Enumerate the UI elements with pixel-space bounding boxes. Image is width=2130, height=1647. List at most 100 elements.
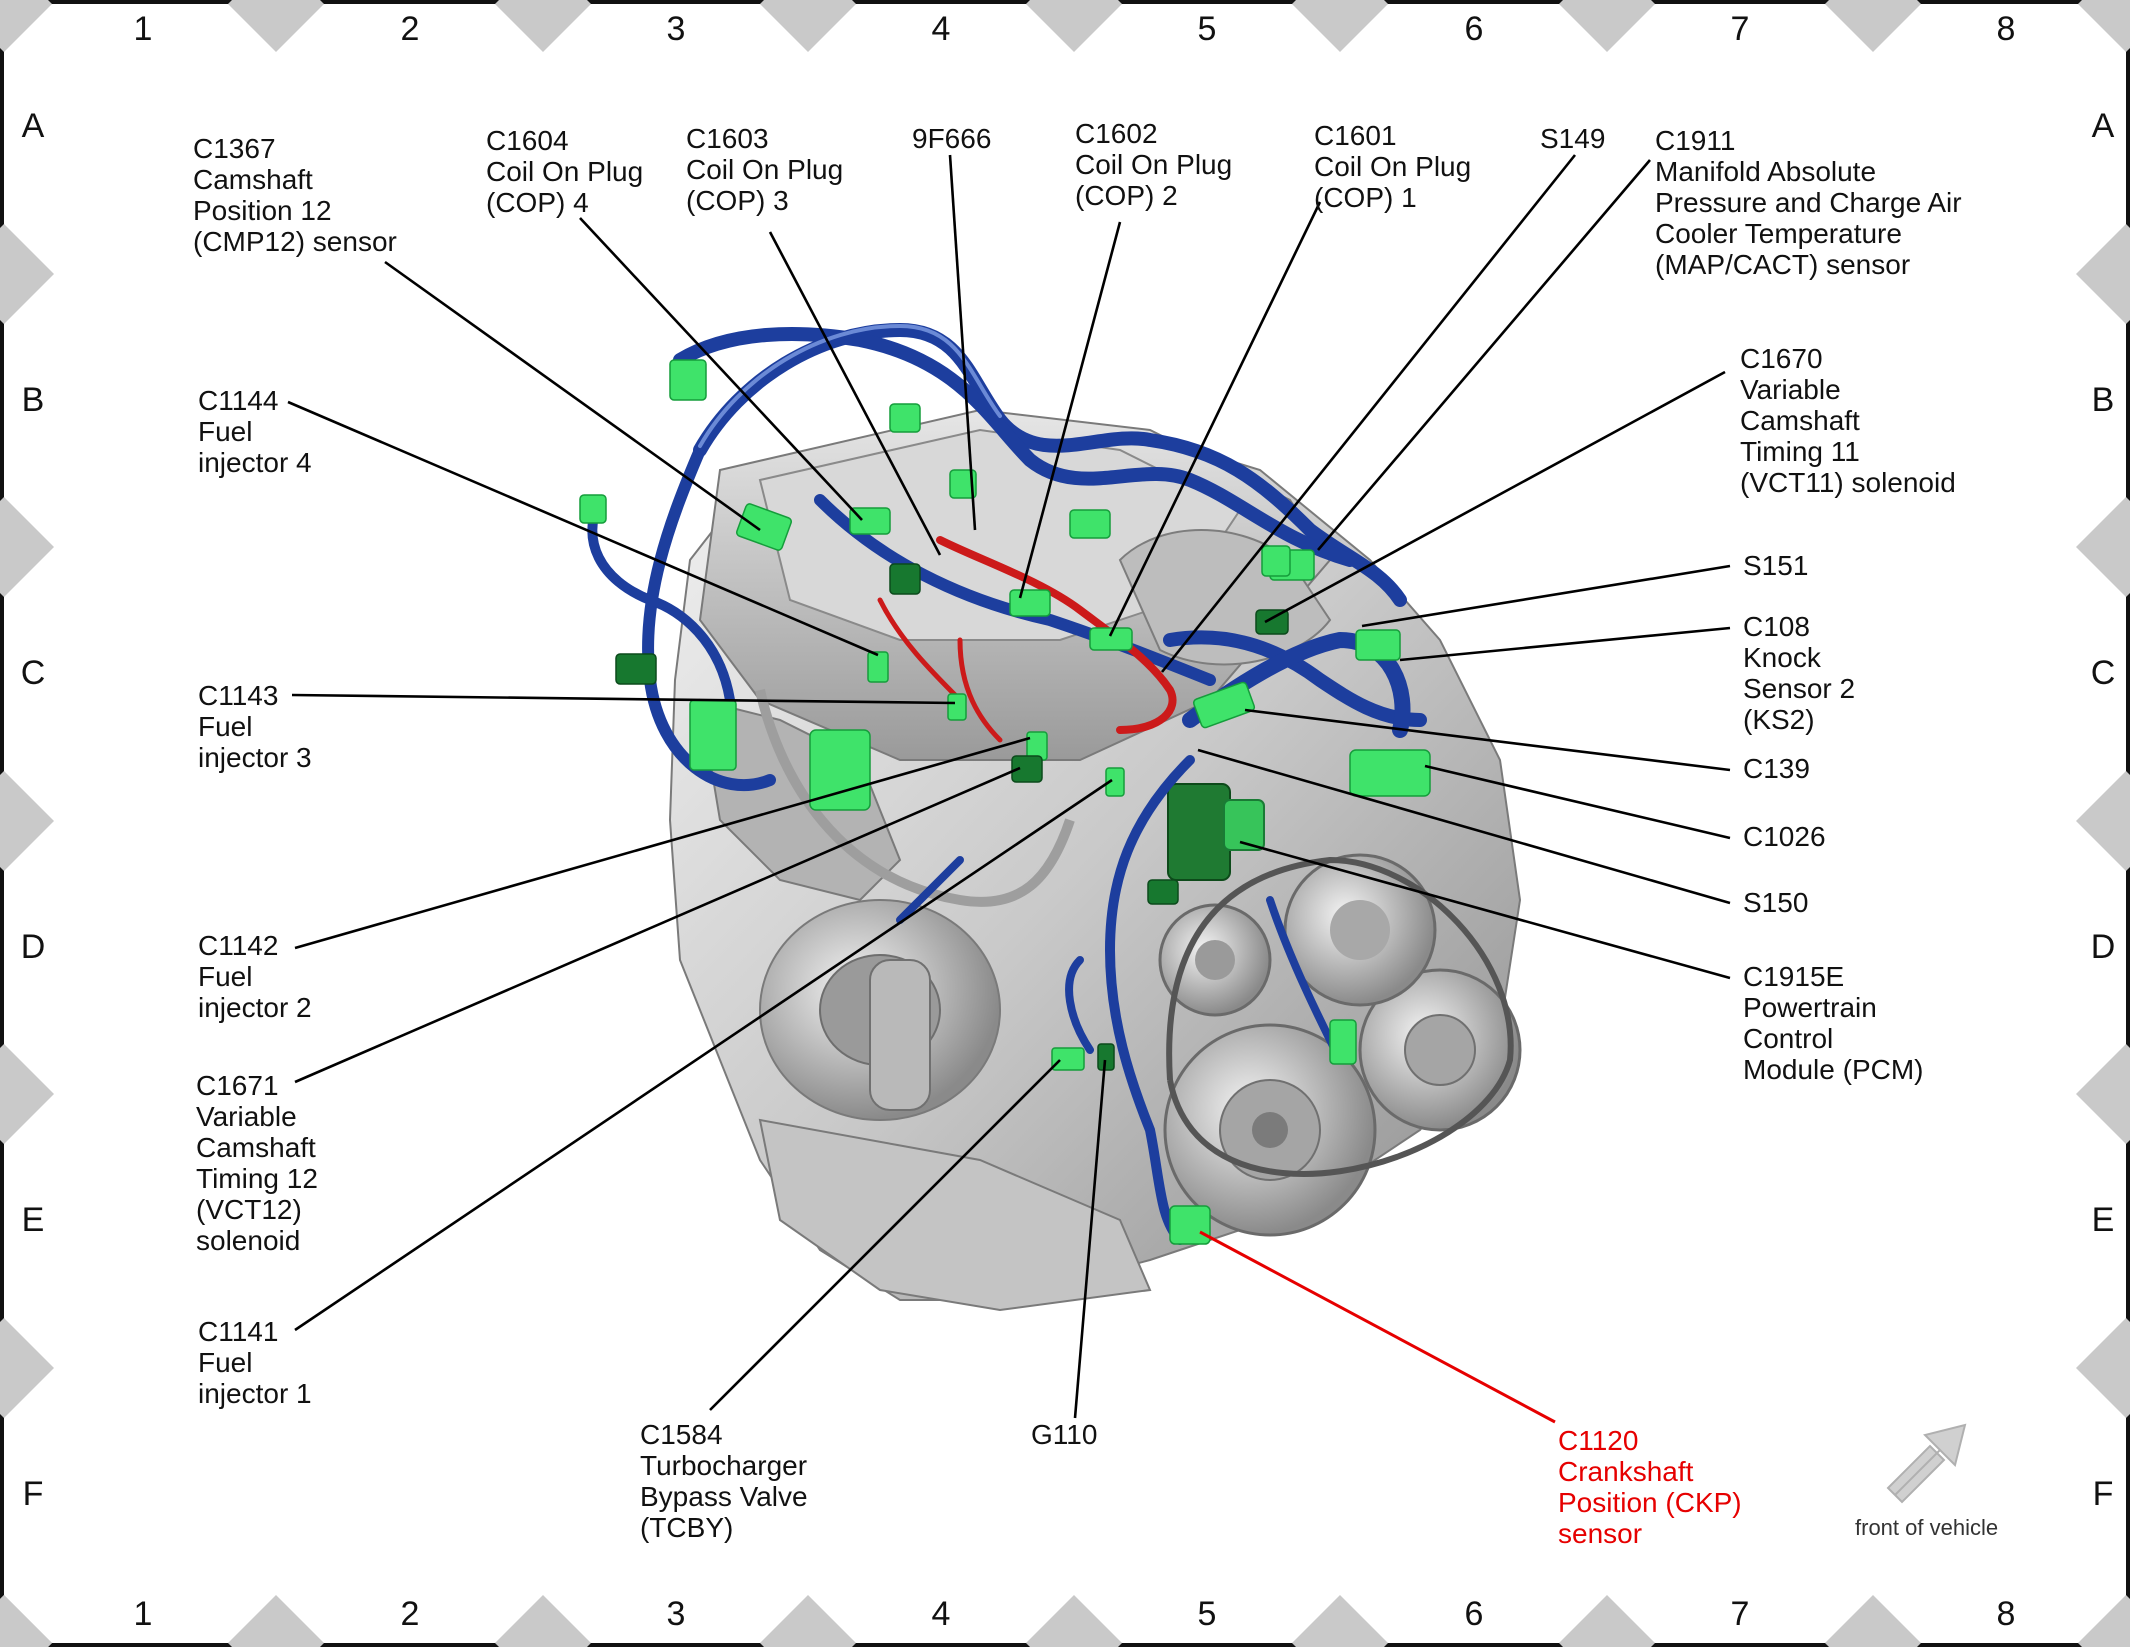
callout-line: (TCBY) [640, 1512, 733, 1543]
grid-row-label-right: D [2091, 928, 2116, 966]
callout-line: Cooler Temperature [1655, 218, 1902, 249]
callout-line: S151 [1743, 550, 1808, 581]
connector-c1143 [947, 693, 967, 721]
harness-mid-branch [814, 494, 1216, 686]
callout-line: C1915E [1743, 961, 1844, 992]
grid-marker-right [2076, 1318, 2130, 1418]
connector-c1601 [1089, 627, 1133, 651]
connector-extra-3 [689, 699, 737, 771]
connector-extra-5 [1329, 1019, 1357, 1065]
callout-line: (COP) 2 [1075, 180, 1178, 211]
arrow-up-right-icon [1886, 1423, 1967, 1504]
grid-marker-top [1292, 0, 1388, 52]
callout-line: Timing 12 [196, 1163, 318, 1194]
orientation-indicator: front of vehicle [1855, 1423, 1998, 1540]
callout-line: (VCT12) [196, 1194, 302, 1225]
callout-line: C1026 [1743, 821, 1826, 852]
callout-line: Knock [1743, 642, 1822, 673]
callout-line: (KS2) [1743, 704, 1815, 735]
grid-marker-left [0, 497, 54, 597]
leader-c1144 [287, 400, 879, 657]
grid-column-label-top: 8 [1997, 10, 2016, 48]
harness-upper-loop [673, 327, 1357, 567]
callout-c139: C139 [1743, 753, 1810, 784]
grid-marker-left [0, 224, 54, 324]
callout-line: C1141 [198, 1316, 278, 1347]
connector-extra-4 [809, 729, 871, 811]
grid-marker-top [228, 0, 324, 52]
connector-c1584 [1051, 1047, 1085, 1071]
callout-line: C1602 [1075, 118, 1158, 149]
callout-s151: S151 [1743, 550, 1808, 581]
connector-c1144 [867, 651, 889, 683]
callout-line: (COP) 1 [1314, 182, 1417, 213]
connector-c139 [1192, 681, 1256, 729]
callout-line: S150 [1743, 887, 1808, 918]
leader-c1584 [709, 1059, 1061, 1411]
grid-row-label-right: A [2092, 107, 2115, 145]
callout-line: S149 [1540, 123, 1605, 154]
callout-line: Timing 11 [1740, 436, 1860, 467]
leader-c1911 [1317, 159, 1651, 551]
grid-row-label-right: F [2093, 1475, 2114, 1513]
callout-9f666: 9F666 [912, 123, 991, 154]
connector-c1604 [849, 507, 891, 535]
grid-column-label-bottom: 5 [1198, 1595, 1217, 1633]
connector-extra-7 [889, 403, 921, 433]
leader-c1601 [1108, 201, 1322, 637]
grid-marker-bottom [1825, 1595, 1921, 1647]
leader-lines [287, 154, 1731, 1424]
callout-line: Manifold Absolute [1655, 156, 1876, 187]
grid-row-label-left: B [22, 381, 45, 419]
leader-c1671 [294, 766, 1021, 1084]
callout-line: Control [1743, 1023, 1833, 1054]
callout-line: Crankshaft [1558, 1456, 1694, 1487]
callout-line: C1601 [1314, 120, 1397, 151]
callout-line: Camshaft [196, 1132, 316, 1163]
grid-column-label-top: 4 [932, 10, 951, 48]
leader-c1604 [579, 217, 863, 521]
callout-line: (MAP/CACT) sensor [1655, 249, 1910, 280]
grid-column-label-top: 6 [1465, 10, 1484, 48]
front-of-vehicle-label: front of vehicle [1855, 1515, 1998, 1540]
grid-column-label-bottom: 7 [1731, 1595, 1750, 1633]
harness-lower-left-branch [896, 856, 1094, 1054]
connector-c1603 [889, 563, 921, 595]
callout-line: Variable [196, 1101, 297, 1132]
callout-line: Coil On Plug [1314, 151, 1471, 182]
grid-column-label-top: 2 [401, 10, 420, 48]
callout-s150: S150 [1743, 887, 1808, 918]
grid-column-label-top: 1 [134, 10, 153, 48]
grid-column-label-bottom: 2 [401, 1595, 420, 1633]
grid-column-label-top: 7 [1731, 10, 1750, 48]
grid-marker-top [1026, 0, 1122, 52]
grid-marker-right [2076, 771, 2130, 871]
grid-row-label-left: F [23, 1475, 44, 1513]
connector-extra-11 [1261, 545, 1291, 577]
grid-marker-top [760, 0, 856, 52]
grid-marker-bottom [1559, 1595, 1655, 1647]
connector-extra-6 [615, 653, 657, 685]
pcm-module [1167, 783, 1231, 881]
callout-line: C1671 [196, 1070, 279, 1101]
harness-left-loop [587, 495, 735, 705]
connector-c108 [1355, 629, 1401, 661]
connector-c1367 [736, 503, 792, 551]
connector-c1026 [1349, 749, 1431, 797]
grid-marker-bottom [1026, 1595, 1122, 1647]
callout-line: injector 3 [198, 742, 312, 773]
callout-line: C139 [1743, 753, 1810, 784]
callout-line: Module (PCM) [1743, 1054, 1923, 1085]
callout-line: C1604 [486, 125, 569, 156]
